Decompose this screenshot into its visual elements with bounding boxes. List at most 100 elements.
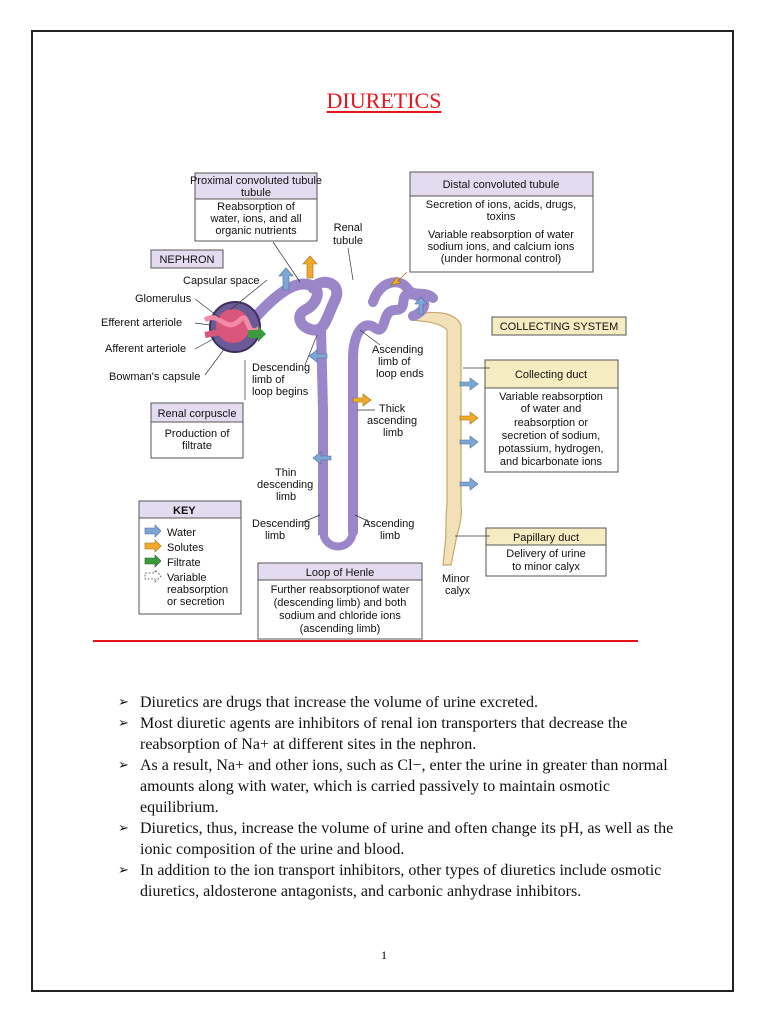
solute-arrow [302, 255, 318, 279]
list-item: ➢ As a result, Na+ and other ions, such … [118, 755, 678, 818]
svg-text:of water and: of water and [521, 403, 582, 415]
thick-3: limb [383, 427, 403, 439]
svg-text:potassium, hydrogen,: potassium, hydrogen, [498, 443, 603, 455]
page-number: 1 [381, 948, 387, 962]
distal-body-2: toxins [487, 211, 516, 223]
variable-arrow-icon [144, 569, 162, 583]
thick-1: Thick [379, 403, 406, 415]
solute-arrow-distal [390, 271, 408, 286]
solute-arrow-loop [352, 393, 372, 407]
water-arrow-cd3 [459, 477, 479, 491]
proximal-body-3: organic nutrients [215, 225, 297, 237]
descending-begins-1: Descending [252, 362, 310, 374]
descending-limb-1: Descending [252, 518, 310, 530]
distal-box: Distal convoluted tubule Secretion of io… [409, 171, 594, 273]
arrow-bullet-icon: ➢ [118, 821, 129, 836]
thin-1: Thin [275, 467, 296, 479]
minor-calyx-2: calyx [445, 585, 471, 597]
svg-text:Renal corpuscle: Renal corpuscle [158, 408, 237, 420]
svg-text:to minor calyx: to minor calyx [512, 561, 580, 573]
solutes-arrow-icon [144, 539, 162, 553]
glomerulus-label: Glomerulus [135, 293, 192, 305]
bullet-text: Diuretics are drugs that increase the vo… [140, 694, 539, 711]
distal-tubule [368, 277, 438, 307]
svg-text:Further reabsorptionof water: Further reabsorptionof water [271, 584, 410, 596]
papillary-duct-box: Papillary duct Delivery of urine to mino… [485, 527, 607, 577]
svg-text:(ascending limb): (ascending limb) [300, 623, 381, 635]
svg-text:reabsorption or: reabsorption or [514, 417, 588, 429]
distal-body-3: Variable reabsorption of water [428, 229, 574, 241]
svg-text:secretion of sodium,: secretion of sodium, [502, 430, 600, 442]
distal-header: Distal convoluted tubule [443, 179, 560, 191]
ascending-ends-3: loop ends [376, 368, 424, 380]
water-arrow-distal [414, 296, 428, 315]
list-item: ➢ Diuretics, thus, increase the volume o… [118, 818, 678, 860]
collecting-duct-box: Collecting duct Variable reabsorption of… [484, 359, 619, 473]
page-title: DIURETICS [326, 88, 442, 113]
water-arrow-desc [308, 349, 328, 363]
collecting-duct-tube [412, 311, 462, 566]
svg-text:Variable: Variable [167, 572, 207, 584]
renal-corpuscle [203, 301, 266, 353]
svg-text:sodium and chloride ions: sodium and chloride ions [279, 610, 401, 622]
efferent-arteriole-label: Efferent arteriole [101, 317, 182, 329]
renal-corpuscle-box: Renal corpuscle Production of filtrate [150, 402, 244, 459]
nephron-tag: NEPHRON [150, 249, 224, 269]
minor-calyx-1: Minor [442, 573, 470, 585]
proximal-body-1: Reabsorption of [217, 201, 296, 213]
arrow-bullet-icon: ➢ [118, 758, 129, 773]
descending-begins-3: loop begins [252, 386, 309, 398]
svg-text:KEY: KEY [173, 505, 196, 517]
descending-limb [316, 327, 328, 535]
svg-text:Loop of Henle: Loop of Henle [306, 567, 375, 579]
leader-lines [194, 241, 490, 537]
proximal-box: Proximal convoluted tubule tubule Reabso… [190, 172, 322, 242]
filtrate-arrow [248, 326, 266, 342]
svg-text:Water: Water [167, 527, 196, 539]
proximal-header-2: tubule [241, 187, 271, 199]
distal-body-4: sodium ions, and calcium ions [428, 241, 575, 253]
key-box: KEY Water Solutes Filtrate Variable reab… [138, 500, 242, 615]
list-item: ➢ In addition to the ion transport inhib… [118, 860, 678, 902]
arrow-bullet-icon: ➢ [118, 695, 129, 710]
afferent-arteriole-label: Afferent arteriole [105, 343, 186, 355]
water-arrow-loop [312, 451, 332, 465]
collecting-system-tag: COLLECTING SYSTEM [491, 316, 627, 336]
ascending-limb-2: limb [380, 530, 400, 542]
arrow-bullet-icon: ➢ [118, 863, 129, 878]
water-arrow [278, 267, 294, 291]
distal-body-1: Secretion of ions, acids, drugs, [426, 199, 576, 211]
bullet-text: As a result, Na+ and other ions, such as… [140, 757, 668, 816]
svg-text:NEPHRON: NEPHRON [159, 254, 214, 266]
ascending-ends-2: limb of [378, 356, 411, 368]
capsular-space-label: Capsular space [183, 275, 259, 287]
bowmans-capsule-label: Bowman's capsule [109, 371, 200, 383]
list-item: ➢ Diuretics are drugs that increase the … [118, 692, 678, 713]
svg-text:Filtrate: Filtrate [167, 557, 201, 569]
bullet-text: Diuretics, thus, increase the volume of … [140, 820, 674, 858]
proximal-tubule [247, 276, 343, 336]
svg-text:Collecting duct: Collecting duct [515, 369, 587, 381]
bullet-text: Most diuretic agents are inhibitors of r… [140, 715, 628, 753]
ascending-limb-1: Ascending [363, 518, 414, 530]
descending-limb-2: limb [265, 530, 285, 542]
svg-text:Papillary duct: Papillary duct [513, 532, 579, 544]
distal-body-5: (under hormonal control) [441, 253, 561, 265]
page-border [31, 30, 734, 992]
svg-text:Variable reabsorption: Variable reabsorption [499, 391, 603, 403]
svg-text:filtrate: filtrate [182, 440, 212, 452]
nephron-diagram: Proximal convoluted tubule tubule Reabso… [95, 160, 655, 650]
bullet-list: ➢ Diuretics are drugs that increase the … [118, 692, 678, 902]
renal-tubule-label-2: tubule [333, 235, 363, 247]
renal-tubule-label-1: Renal [334, 222, 363, 234]
descending-begins-2: limb of [252, 374, 285, 386]
divider-line [93, 640, 638, 642]
water-arrow-icon [144, 524, 162, 538]
proximal-header: Proximal convoluted tubule [190, 175, 322, 187]
svg-text:or secretion: or secretion [167, 596, 224, 608]
filtrate-arrow-icon [144, 554, 162, 568]
solute-arrow-cd [459, 411, 479, 425]
thin-2: descending [257, 479, 313, 491]
water-arrow-cd2 [459, 435, 479, 449]
loop-of-henle-box: Loop of Henle Further reabsorptionof wat… [257, 562, 423, 640]
